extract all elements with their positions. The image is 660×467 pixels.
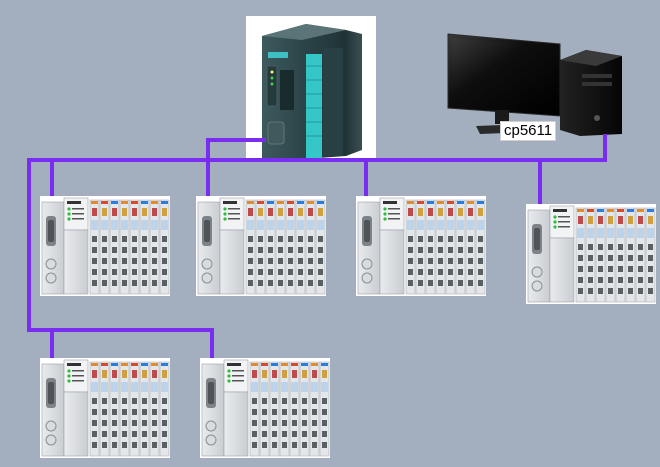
io-slice: [99, 361, 110, 457]
io-slice: [259, 361, 270, 457]
io-slice: [595, 207, 606, 303]
io-slice: [295, 199, 306, 295]
io-slice: [159, 361, 170, 457]
io-slice: [285, 199, 296, 295]
io-slice: [305, 199, 316, 295]
io-slice: [109, 361, 120, 457]
io-module-2: [195, 195, 327, 297]
io-slice: [149, 199, 160, 295]
io-slice: [415, 199, 426, 295]
io-slice: [119, 199, 130, 295]
io-slice: [309, 361, 320, 457]
computer: [447, 33, 622, 136]
io-slice: [109, 199, 120, 295]
io-slice: [465, 199, 476, 295]
io-slice: [119, 361, 130, 457]
io-module-4: [525, 203, 657, 305]
io-slice: [249, 361, 260, 457]
io-slice: [245, 199, 256, 295]
io-module-3: [355, 195, 487, 297]
io-slice: [129, 361, 140, 457]
io-module-1: [39, 195, 171, 297]
bus-to-plc: [206, 138, 266, 164]
io-slice: [405, 199, 416, 295]
io-slice: [89, 199, 100, 295]
io-slice: [315, 199, 326, 295]
io-slice: [99, 199, 110, 295]
io-slice: [129, 199, 140, 295]
io-slice: [139, 361, 150, 457]
io-slice: [89, 361, 100, 457]
io-slice: [605, 207, 616, 303]
io-slice: [585, 207, 596, 303]
io-slice: [149, 361, 160, 457]
io-slice: [425, 199, 436, 295]
io-slice: [159, 199, 170, 295]
computer-label: cp5611: [500, 121, 557, 141]
io-slice: [265, 199, 276, 295]
io-slice: [275, 199, 286, 295]
io-slice: [645, 207, 656, 303]
io-slice: [445, 199, 456, 295]
io-slice: [615, 207, 626, 303]
io-slice: [635, 207, 646, 303]
io-slice: [279, 361, 290, 457]
io-slice: [289, 361, 300, 457]
io-slice: [575, 207, 586, 303]
io-module-5: [39, 357, 171, 459]
io-slice: [625, 207, 636, 303]
io-slice: [435, 199, 446, 295]
io-module-6: [199, 357, 331, 459]
profibus-network: [27, 134, 607, 360]
io-slice: [269, 361, 280, 457]
io-slice: [319, 361, 330, 457]
io-slice: [139, 199, 150, 295]
io-slice: [255, 199, 266, 295]
io-slice: [455, 199, 466, 295]
plc-cpu: [246, 16, 376, 162]
io-slice: [475, 199, 486, 295]
io-slice: [299, 361, 310, 457]
